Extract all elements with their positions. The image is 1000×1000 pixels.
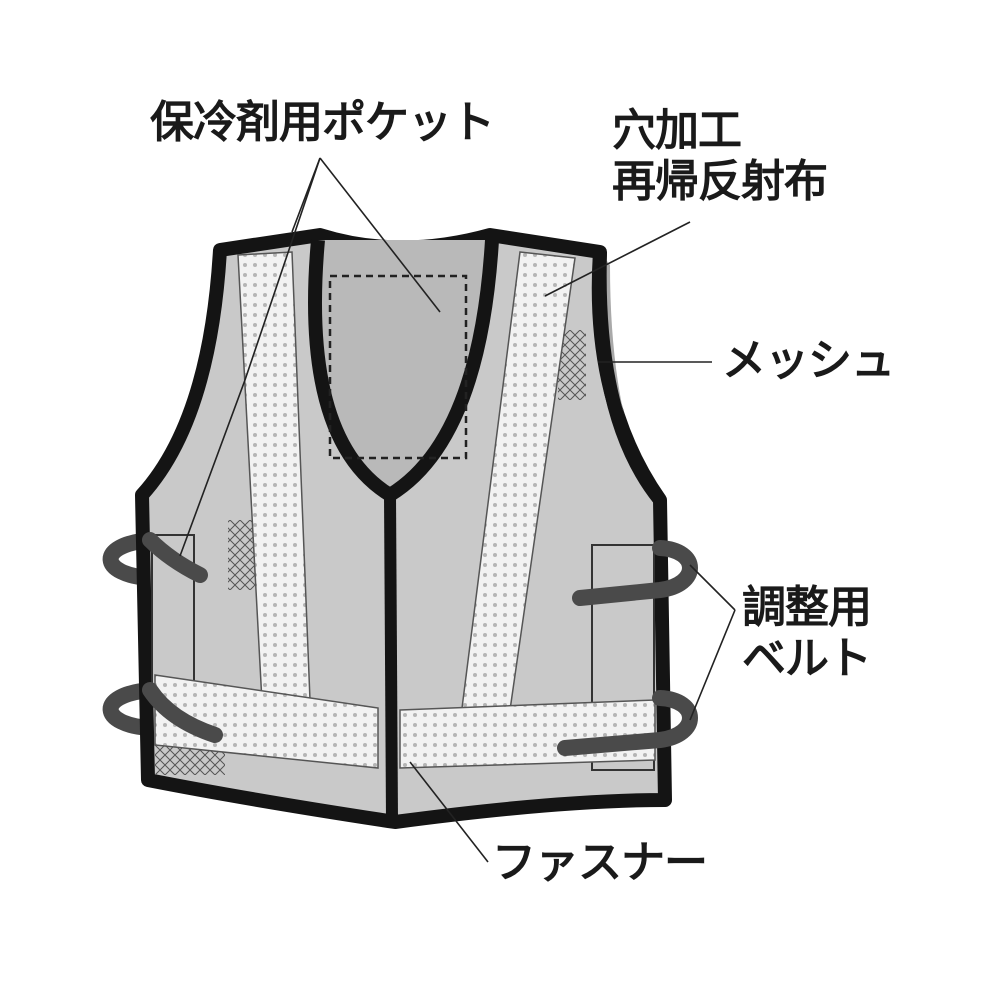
reflective-band-right [399, 699, 656, 769]
label-zipper: ファスナー [492, 837, 708, 888]
reflective-band-left [154, 674, 379, 769]
side-pocket-right [591, 544, 655, 771]
cooling-pocket [328, 274, 468, 460]
leader-lines [179, 157, 736, 863]
label-belt-line1: 調整用 [742, 582, 872, 633]
zipper-line [384, 494, 398, 821]
label-reflective-line2: 再帰反射布 [612, 155, 828, 207]
label-adjust-belt: 調整用 ベルト [742, 582, 872, 684]
label-cooling-pocket: 保冷剤用ポケット [150, 97, 495, 148]
armhole-right [592, 251, 666, 505]
label-mesh: メッシュ [722, 335, 895, 386]
label-reflective-line1: 穴加工 [612, 105, 742, 156]
label-reflective-fabric: 穴加工 再帰反射布 [612, 105, 828, 207]
adjust-belt-front [142, 532, 698, 756]
belt-back [102, 532, 158, 736]
label-belt-line2: ベルト [742, 632, 872, 684]
